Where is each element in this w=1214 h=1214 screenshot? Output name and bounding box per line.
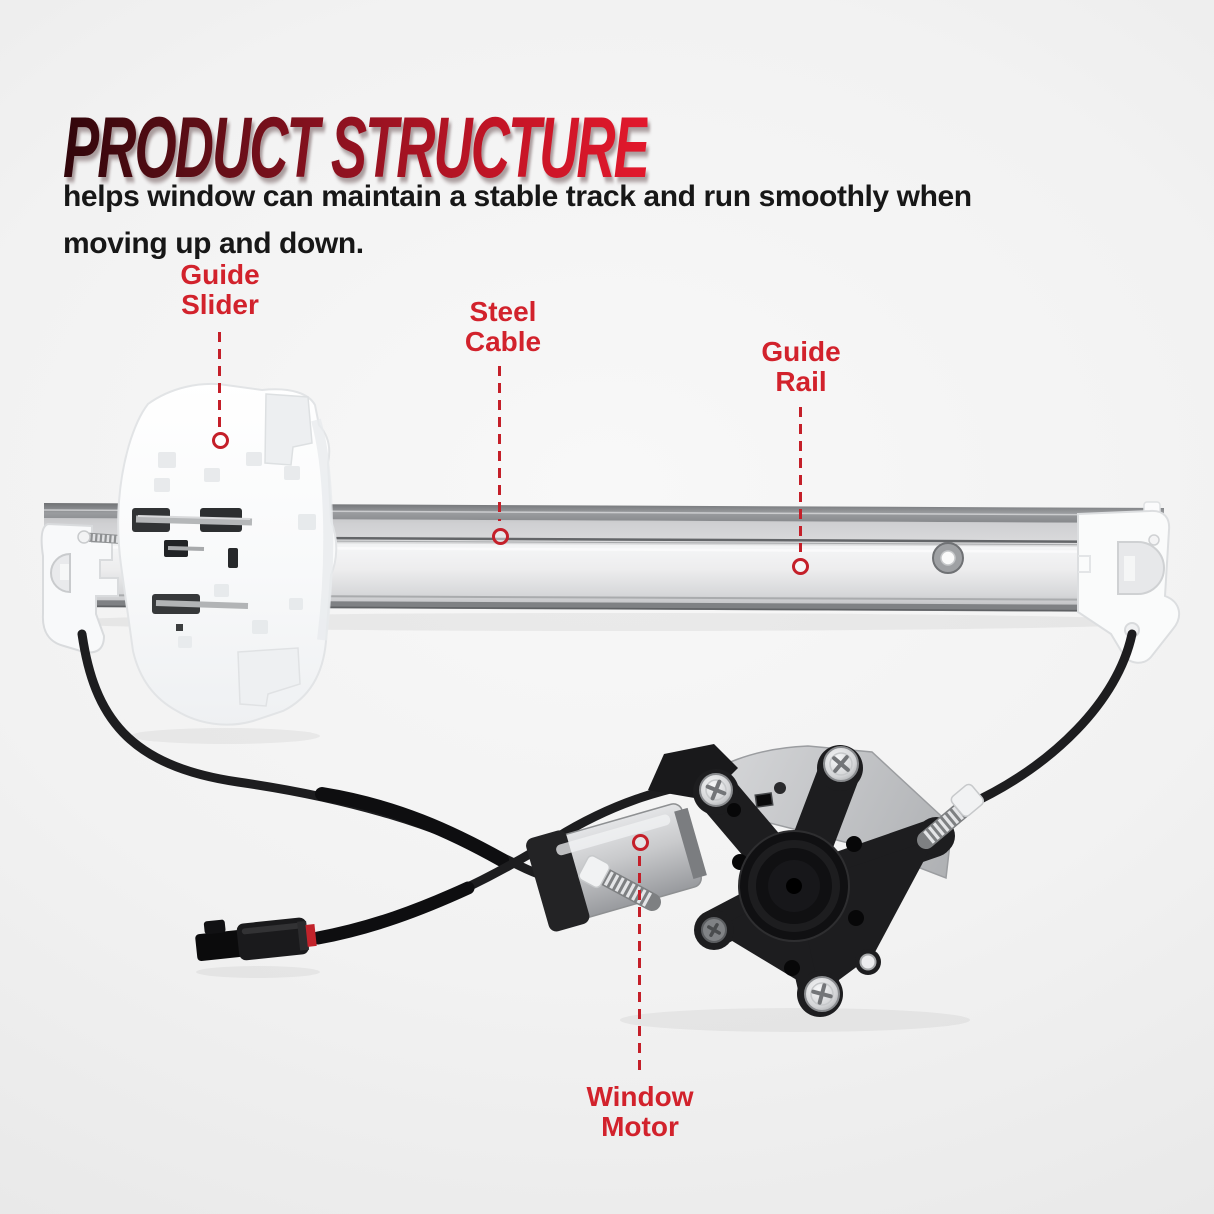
motor-cylinder xyxy=(526,803,707,932)
mounting-eyelet xyxy=(855,949,881,975)
left-bracket xyxy=(40,522,133,654)
slider-dimples xyxy=(154,452,316,648)
cable-drum xyxy=(738,830,850,942)
cable-left-sheath xyxy=(315,787,509,867)
callout-dash-line-steel-cable xyxy=(498,366,501,521)
page-subtitle: helps window can maintain a stable track… xyxy=(63,180,972,260)
callout-dash-line-window-motor xyxy=(638,856,641,1076)
electrical-connector xyxy=(195,917,317,962)
shadows xyxy=(50,613,1170,1032)
callout-label-window-motor: Window Motor xyxy=(586,1081,694,1143)
callout-label-guide-rail: Guide Rail xyxy=(761,336,841,398)
callout-marker-circle-guide-rail xyxy=(792,558,809,575)
rail-rivet-hole xyxy=(932,542,964,574)
cable-connector-sheath xyxy=(311,881,475,945)
connector-red-wire xyxy=(305,924,317,947)
callout-dash-line-guide-slider xyxy=(218,332,221,427)
slider-rail-slots xyxy=(132,508,253,631)
cable-spring-left xyxy=(578,855,661,911)
guide-slider-part xyxy=(117,382,338,726)
callout-label-guide-slider: Guide Slider xyxy=(180,259,260,321)
callout-label-steel-cable: Steel Cable xyxy=(464,296,542,358)
window-motor-part xyxy=(526,744,985,1017)
page-title: PRODUCT STRUCTURE xyxy=(63,99,650,196)
callout-marker-circle-steel-cable xyxy=(492,528,509,545)
motor-screws xyxy=(699,746,859,1012)
cable-spring-right xyxy=(917,783,985,849)
callout-dash-line-guide-rail xyxy=(799,407,802,552)
callout-marker-circle-window-motor xyxy=(632,834,649,851)
callout-marker-circle-guide-slider xyxy=(212,432,229,449)
right-bracket xyxy=(1077,501,1181,664)
cable-right xyxy=(961,629,1137,811)
